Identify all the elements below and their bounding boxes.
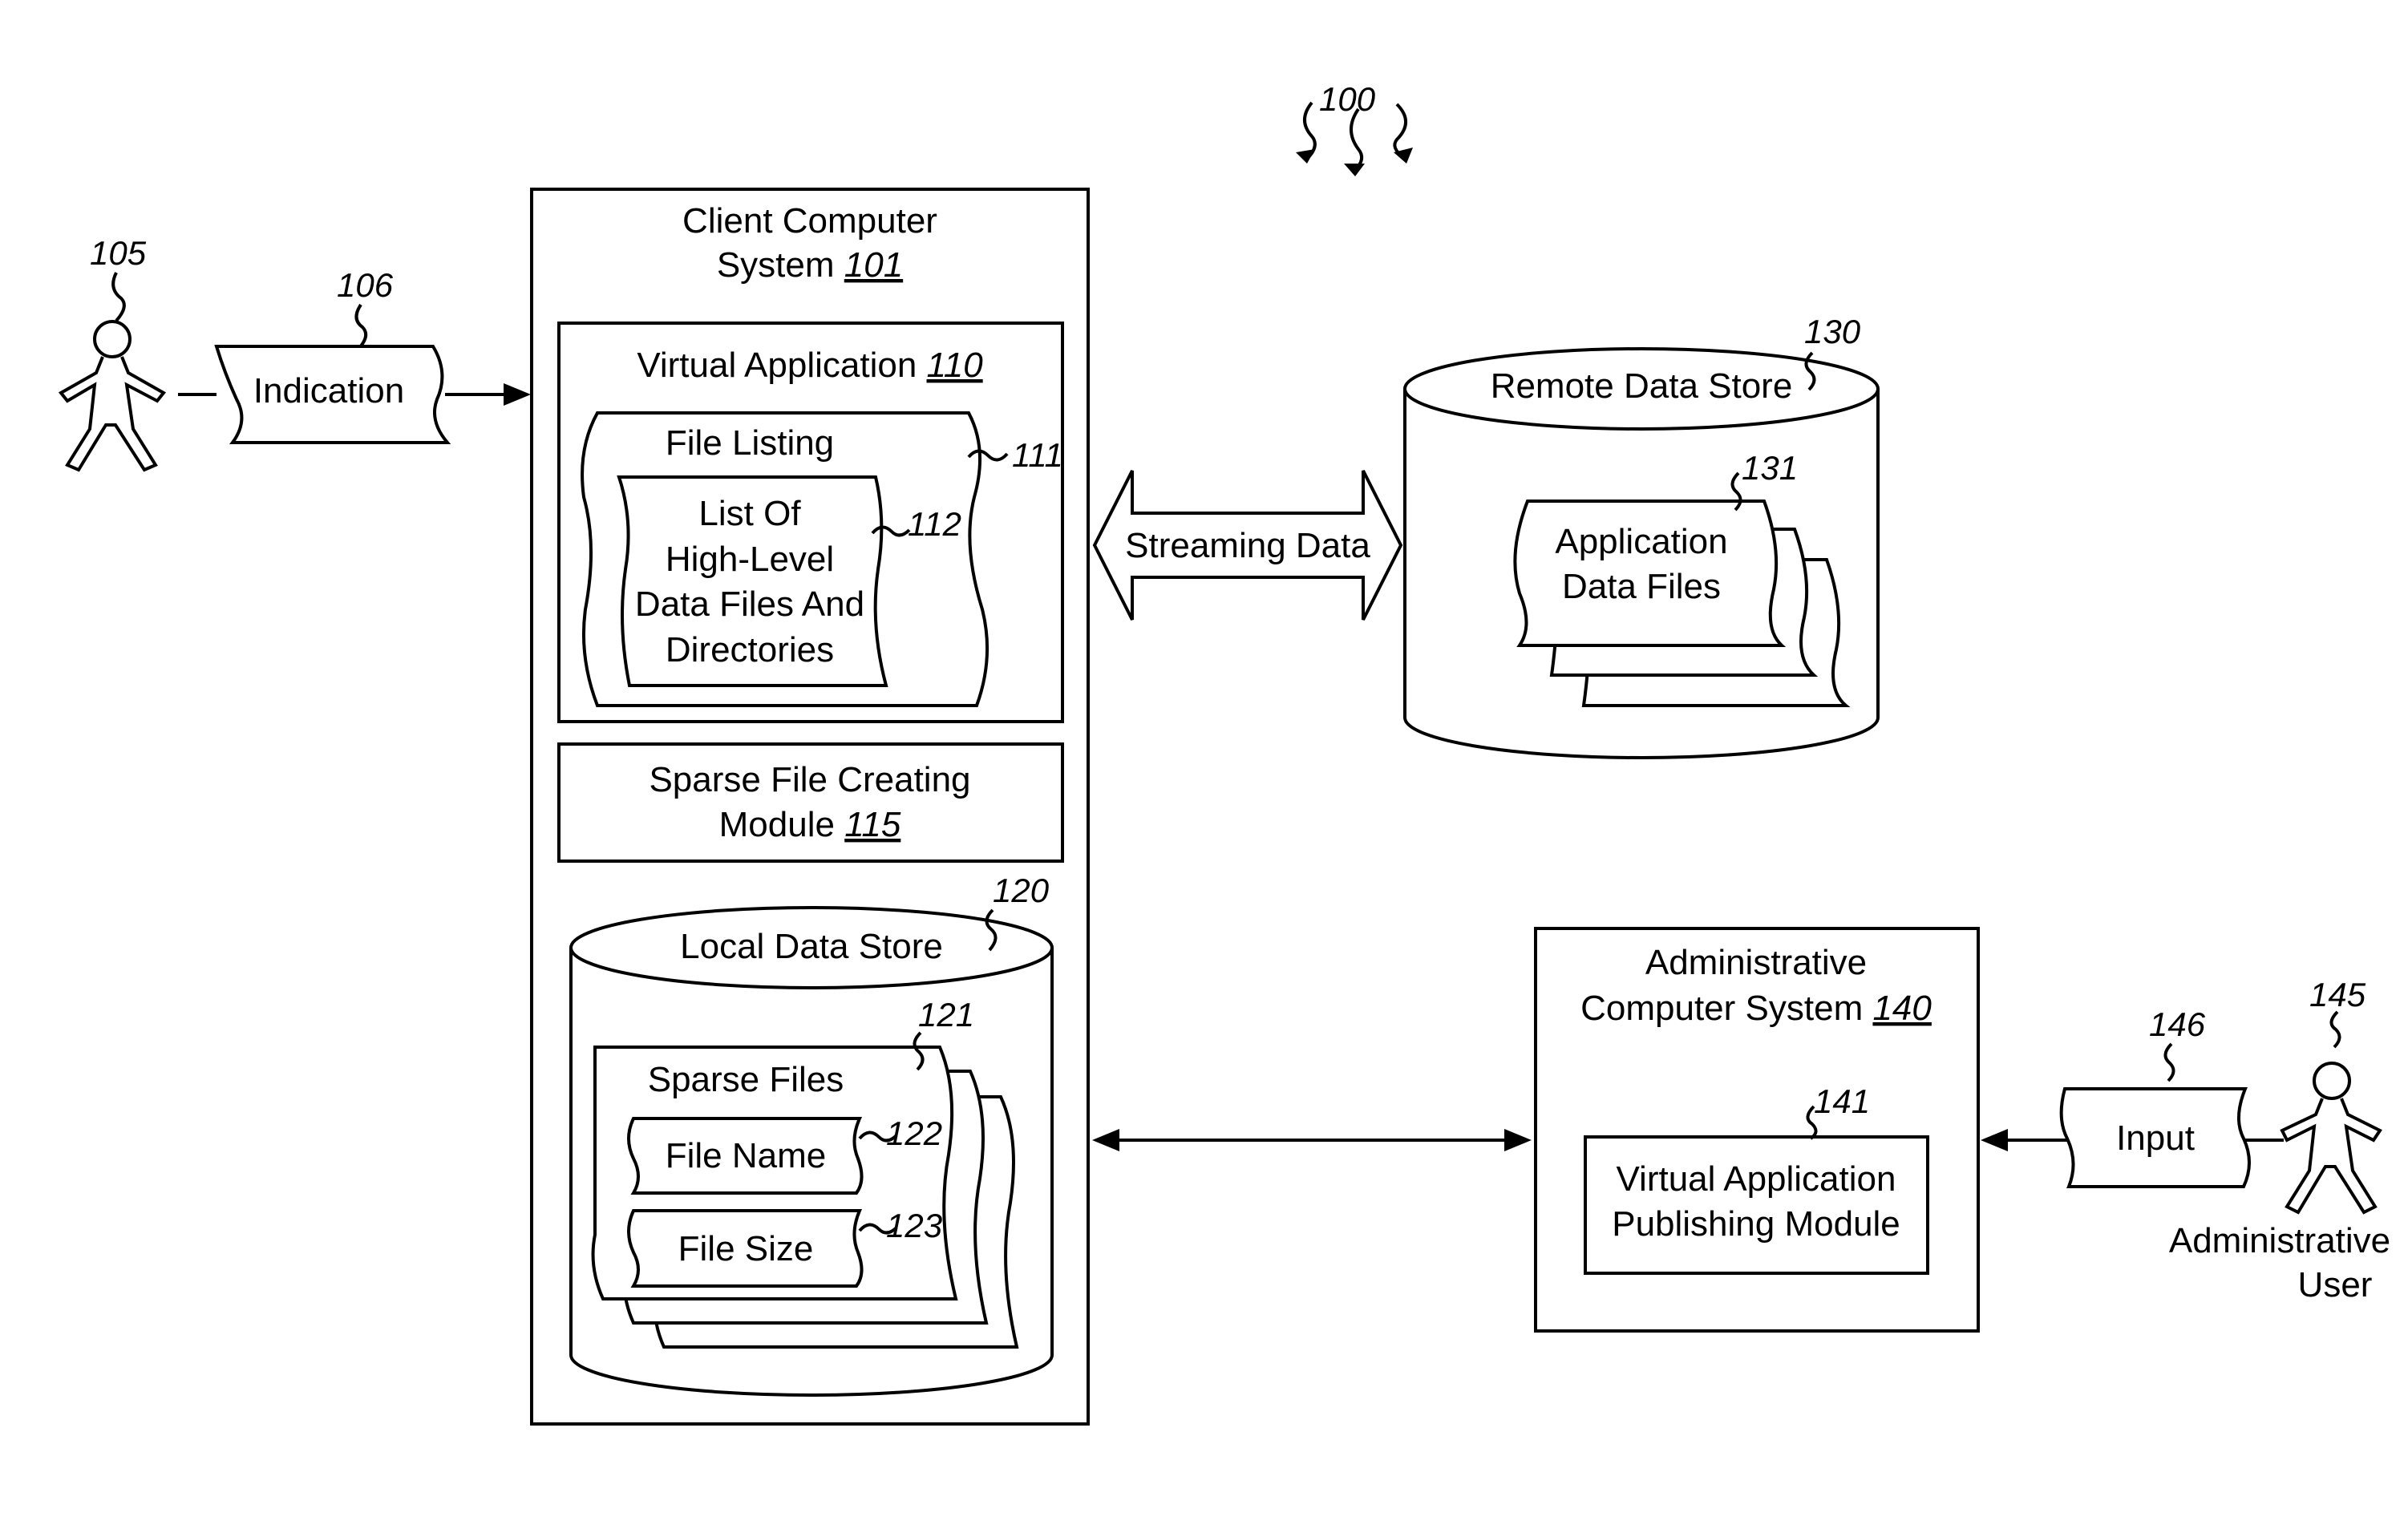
file-name-ref: 122 (886, 1114, 942, 1152)
file-name-label: File Name (666, 1136, 827, 1175)
client-title-line2: System 101 (717, 245, 903, 285)
sparse-files-ref: 121 (918, 996, 974, 1033)
streaming-label: Streaming Data (1125, 526, 1370, 565)
file-size-ref: 123 (886, 1207, 942, 1244)
user-ref: 105 (90, 234, 147, 272)
sparse-module-ref: 115 (844, 805, 901, 844)
input-ref: 146 (2149, 1005, 2206, 1043)
file-listing-ref: 111 (1012, 436, 1063, 474)
list-of-line2: High-Level (666, 540, 834, 579)
virtual-app-title: Virtual Application 110 (637, 346, 983, 385)
admin-user-ref: 145 (2309, 976, 2366, 1013)
administrative-computer-system: Administrative Computer System 140 Virtu… (1536, 928, 1978, 1331)
indication-label: Indication (253, 371, 404, 411)
local-store-title: Local Data Store (680, 927, 943, 966)
list-of-line1: List Of (698, 494, 801, 533)
local-data-store: Local Data Store 120 Sparse Files 121 Fi… (571, 872, 1052, 1395)
sparse-files-title: Sparse Files (648, 1060, 844, 1099)
virtual-application: Virtual Application 110 File Listing 111… (559, 323, 1063, 722)
admin-user-line1: Administrative (2169, 1221, 2390, 1260)
admin-ref: 140 (1872, 989, 1932, 1028)
file-listing-title: File Listing (666, 423, 834, 463)
client-title-line1: Client Computer (682, 201, 937, 241)
client-ref: 101 (844, 245, 903, 285)
indication-group: 106 Indication (178, 266, 531, 443)
indication-ref: 106 (337, 266, 394, 304)
admin-user-line2: User (2298, 1265, 2373, 1304)
figure-ref-group: 100 (1296, 80, 1413, 176)
list-of-ref: 112 (908, 505, 961, 543)
sparse-module-line1: Sparse File Creating (649, 760, 970, 799)
indication-arrowhead (504, 383, 531, 406)
app-data-files-line2: Data Files (1562, 567, 1721, 606)
streaming-data-arrow: Streaming Data (1095, 471, 1401, 620)
admin-title-line1: Administrative (1645, 943, 1867, 982)
publishing-ref: 141 (1814, 1082, 1870, 1120)
file-size-label: File Size (678, 1229, 814, 1268)
local-store-ref: 120 (993, 872, 1050, 909)
remote-store-title: Remote Data Store (1491, 366, 1793, 406)
user-actor: 105 (61, 234, 164, 470)
sparse-module-line2: Module 115 (719, 805, 901, 844)
sparse-file-creating-module: Sparse File Creating Module 115 (559, 744, 1062, 861)
user-stick-figure-icon (61, 322, 164, 470)
input-group: 146 Input (1981, 1005, 2284, 1187)
publishing-line2: Publishing Module (1612, 1204, 1900, 1244)
app-data-files-ref: 131 (1742, 449, 1798, 487)
list-of-line3: Data Files And (635, 584, 864, 624)
remote-data-store: Remote Data Store 130 Application Data F… (1405, 313, 1878, 758)
virtual-app-ref: 110 (927, 346, 984, 385)
app-data-files-line1: Application (1555, 522, 1727, 561)
admin-title-line2: Computer System 140 (1580, 989, 1932, 1028)
remote-store-ref: 130 (1804, 313, 1861, 350)
list-of-line4: Directories (666, 630, 834, 669)
figure-ref: 100 (1319, 80, 1376, 118)
admin-user-stick-figure-icon (2282, 1063, 2380, 1212)
input-label: Input (2116, 1118, 2195, 1158)
publishing-line1: Virtual Application (1617, 1159, 1896, 1199)
client-admin-arrow (1092, 1129, 1532, 1151)
